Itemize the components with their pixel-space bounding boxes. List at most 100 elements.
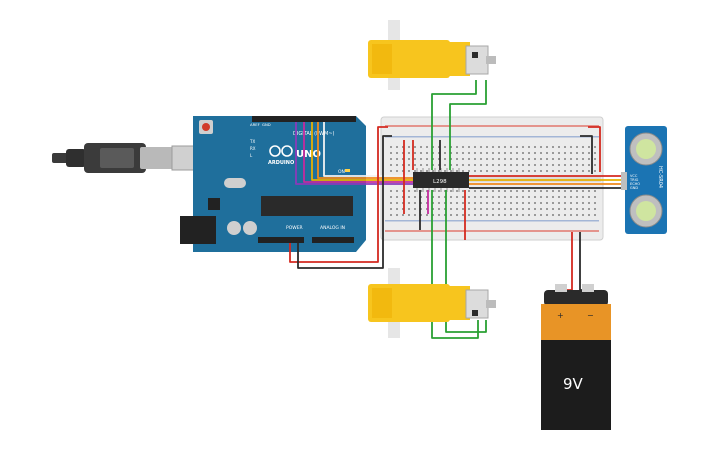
breadboard-hole <box>498 152 500 154</box>
breadboard-hole <box>504 214 506 216</box>
breadboard-hole <box>456 158 458 160</box>
breadboard-hole <box>522 208 524 210</box>
breadboard-hole <box>414 208 416 210</box>
breadboard-hole <box>558 152 560 154</box>
wire-arduino-5v[interactable] <box>289 126 388 263</box>
breadboard-hole <box>456 152 458 154</box>
dc-motor-bottom[interactable] <box>368 268 496 338</box>
breadboard-hole <box>396 158 398 160</box>
wire-yellow-signal[interactable] <box>311 122 413 181</box>
breadboard[interactable] <box>380 116 604 241</box>
dc-motor-top[interactable] <box>368 20 496 90</box>
arduino-logo-icon <box>269 145 293 157</box>
breadboard-hole <box>480 196 482 198</box>
wire-magenta[interactable] <box>303 122 413 183</box>
wire-rail-black-right[interactable] <box>580 135 593 174</box>
battery-plus-label: + <box>557 311 564 320</box>
breadboard-hole <box>534 190 536 192</box>
breadboard-hole <box>558 146 560 148</box>
breadboard-hole <box>540 146 542 148</box>
breadboard-hole <box>522 158 524 160</box>
breadboard-hole <box>510 170 512 172</box>
breadboard-hole <box>516 170 518 172</box>
analog-header-label: ANALOG IN <box>320 225 345 231</box>
breadboard-hole <box>528 164 530 166</box>
breadboard-hole <box>558 208 560 210</box>
breadboard-hole <box>582 146 584 148</box>
wire-purple[interactable] <box>295 122 413 185</box>
breadboard-hole <box>390 152 392 154</box>
breadboard-hole <box>564 170 566 172</box>
breadboard-hole <box>420 202 422 204</box>
dc-power-jack[interactable] <box>180 216 216 244</box>
wire-motor-top-green-1[interactable] <box>431 80 477 170</box>
breadboard-hole <box>408 152 410 154</box>
wire-motor-bottom-green-2[interactable] <box>445 190 487 333</box>
wire-motor-top-green-2[interactable] <box>449 80 487 170</box>
breadboard-hole <box>534 158 536 160</box>
breadboard-hole <box>474 164 476 166</box>
breadboard-hole <box>576 196 578 198</box>
breadboard-hole <box>504 208 506 210</box>
breadboard-hole <box>528 146 530 148</box>
breadboard-hole <box>528 202 530 204</box>
breadboard-hole <box>480 214 482 216</box>
wire-orange-signal[interactable] <box>317 122 413 179</box>
battery-plus-terminal[interactable] <box>555 284 567 292</box>
power-header[interactable] <box>258 237 304 243</box>
analog-header[interactable] <box>312 237 354 243</box>
breadboard-hole <box>486 170 488 172</box>
breadboard-hole <box>480 202 482 204</box>
hc-sr04-sensor[interactable]: VCC TRIG ECHO GND HC-SR04 <box>621 126 667 234</box>
breadboard-hole <box>402 214 404 216</box>
breadboard-hole <box>594 146 596 148</box>
breadboard-hole <box>576 202 578 204</box>
breadboard-hole <box>474 190 476 192</box>
breadboard-hole <box>468 152 470 154</box>
breadboard-hole <box>552 146 554 148</box>
breadboard-hole <box>534 196 536 198</box>
breadboard-hole <box>552 202 554 204</box>
breadboard-hole <box>420 208 422 210</box>
breadboard-hole <box>552 190 554 192</box>
battery-9v[interactable]: + − 9V <box>541 284 611 430</box>
wire-motor-bottom-green-1[interactable] <box>431 190 479 339</box>
wire-arduino-gnd[interactable] <box>297 135 392 269</box>
breadboard-hole <box>432 208 434 210</box>
wire-battery-black[interactable] <box>579 232 588 291</box>
usb-cable[interactable] <box>52 143 201 173</box>
breadboard-hole <box>588 164 590 166</box>
breadboard-hole <box>594 152 596 154</box>
breadboard-hole <box>486 164 488 166</box>
arduino-uno-board[interactable]: DIGITAL (PWM~) POWER ANALOG IN ARDUINO U… <box>180 116 366 252</box>
l298-driver-chip[interactable]: L298 <box>413 168 469 192</box>
breadboard-hole <box>510 214 512 216</box>
breadboard-hole <box>498 196 500 198</box>
wire-rail-red-right[interactable] <box>588 126 601 172</box>
breadboard-hole <box>510 164 512 166</box>
breadboard-hole <box>522 170 524 172</box>
breadboard-hole <box>534 164 536 166</box>
power-header-label: POWER <box>286 225 303 231</box>
breadboard-hole <box>546 158 548 160</box>
breadboard-hole <box>450 158 452 160</box>
breadboard-hole <box>510 196 512 198</box>
wire-battery-red[interactable] <box>566 232 573 291</box>
breadboard-hole <box>408 190 410 192</box>
breadboard-hole <box>426 196 428 198</box>
breadboard-hole <box>528 158 530 160</box>
breadboard-hole <box>414 164 416 166</box>
breadboard-hole <box>420 152 422 154</box>
battery-minus-terminal[interactable] <box>582 284 594 292</box>
breadboard-hole <box>540 170 542 172</box>
breadboard-hole <box>456 208 458 210</box>
breadboard-hole <box>558 170 560 172</box>
breadboard-hole <box>444 152 446 154</box>
breadboard-hole <box>414 158 416 160</box>
sensor-pin-trig: TRIG <box>629 178 639 182</box>
breadboard-hole <box>396 190 398 192</box>
breadboard-hole <box>522 202 524 204</box>
breadboard-hole <box>540 190 542 192</box>
digital-header[interactable] <box>252 116 356 122</box>
breadboard-hole <box>474 158 476 160</box>
